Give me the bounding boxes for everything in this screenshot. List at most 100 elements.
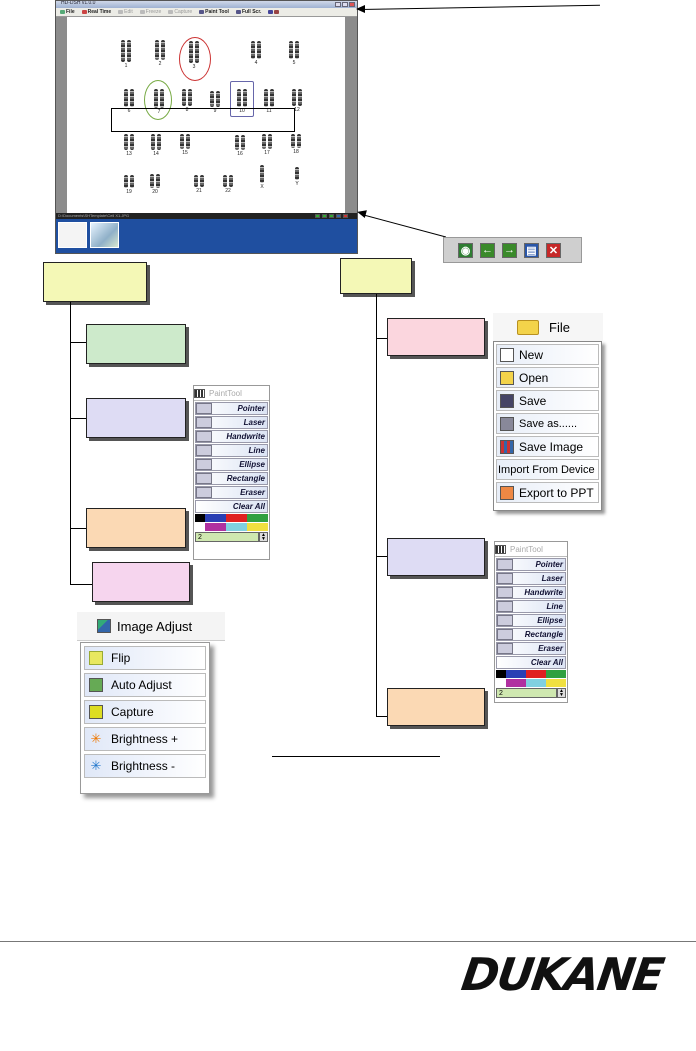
menu-item-new[interactable]: New (496, 344, 599, 365)
menu-paint-tool[interactable]: Paint Tool (199, 9, 229, 15)
menu-item-flip[interactable]: Flip (84, 646, 206, 670)
tool-ellipse[interactable]: Ellipse (496, 614, 566, 627)
next-icon[interactable]: → (502, 242, 517, 258)
color-swatch[interactable] (225, 523, 247, 531)
copy-icon[interactable]: ▤ (524, 242, 539, 258)
width-spinner[interactable]: ▲▼ (259, 532, 268, 542)
minimize-button[interactable] (335, 2, 341, 7)
tool-handwrite[interactable]: Handwrite (195, 430, 268, 443)
color-swatch[interactable] (506, 679, 526, 687)
save-image-icon (500, 439, 514, 454)
menu-item-auto-adjust[interactable]: Auto Adjust (84, 673, 206, 697)
tool-label: Eraser (240, 488, 265, 497)
footer-rule (0, 941, 696, 942)
tool-clear-all[interactable]: Clear All (496, 656, 566, 669)
window-title: HD-DSH v1.0.0 (61, 0, 96, 6)
rectangle-icon (196, 473, 212, 484)
menu-item-export-to-ppt[interactable]: Export to PPT (496, 482, 599, 503)
arrow-head (356, 5, 365, 13)
pointer-icon (497, 559, 513, 570)
chromosome-pair: 9 (210, 91, 220, 114)
tool-handwrite[interactable]: Handwrite (496, 586, 566, 599)
tool-eraser[interactable]: Eraser (195, 486, 268, 499)
menu-item-open[interactable]: Open (496, 367, 599, 388)
tool-clear-all[interactable]: Clear All (195, 500, 268, 513)
next-icon-small[interactable] (329, 214, 334, 218)
tool-line[interactable]: Line (496, 600, 566, 613)
color-swatch[interactable] (496, 679, 506, 687)
tool-ellipse[interactable]: Ellipse (195, 458, 268, 471)
menu-extra-icons[interactable] (268, 10, 280, 14)
previous-icon[interactable]: ← (480, 242, 495, 258)
close-icon-small[interactable] (343, 214, 348, 218)
paint-tool-title: PaintTool (510, 544, 543, 554)
maximize-button[interactable] (342, 2, 348, 7)
menu-full-screen[interactable]: Full Scr. (235, 9, 261, 15)
tool-pointer[interactable]: Pointer (195, 402, 268, 415)
label-box-paint-tool (86, 398, 186, 438)
menu-item-import-from-device[interactable]: Import From Device (496, 459, 599, 480)
tool-pointer[interactable]: Pointer (496, 558, 566, 571)
menu-item-save[interactable]: Save (496, 390, 599, 411)
close-button[interactable] (349, 2, 355, 7)
menu-edit[interactable]: Edit (118, 9, 133, 15)
previous-icon-small[interactable] (322, 214, 327, 218)
color-swatch[interactable] (525, 679, 546, 687)
color-swatch[interactable] (545, 670, 566, 678)
ellipse-icon (497, 615, 513, 626)
chromosome-label: 14 (153, 151, 159, 157)
chromosome-pair: 13 (124, 134, 134, 157)
menu-real-time[interactable]: Real Time (81, 9, 111, 15)
tool-laser[interactable]: Laser (195, 416, 268, 429)
chromosome-label: 20 (152, 189, 158, 195)
copy-icon-small[interactable] (336, 214, 341, 218)
load-icon[interactable]: ◉ (458, 242, 473, 258)
load-icon-small[interactable] (315, 214, 320, 218)
color-swatch[interactable] (525, 670, 546, 678)
tool-rectangle[interactable]: Rectangle (195, 472, 268, 485)
tool-laser[interactable]: Laser (496, 572, 566, 585)
thumbnail-karyotype[interactable] (58, 222, 87, 248)
tool-label: Laser (541, 574, 563, 583)
chromosome-label: 9 (213, 108, 217, 114)
menu-item-brightness-up[interactable]: ✳Brightness + (84, 727, 206, 751)
thumbnail-cells[interactable] (90, 222, 119, 248)
color-swatch[interactable] (205, 514, 226, 522)
width-spinner[interactable]: ▲▼ (557, 688, 566, 698)
menu-item-brightness-down[interactable]: ✳Brightness - (84, 754, 206, 778)
line-width-input[interactable]: 2 (496, 688, 557, 698)
menu-item-capture[interactable]: Capture (84, 700, 206, 724)
label-box-real-time (86, 324, 186, 364)
tool-line[interactable]: Line (195, 444, 268, 457)
menu-freeze[interactable]: Freeze (139, 9, 161, 15)
tool-eraser[interactable]: Eraser (496, 642, 566, 655)
line-width-input[interactable]: 2 (195, 532, 259, 542)
tool-rectangle[interactable]: Rectangle (496, 628, 566, 641)
color-swatch[interactable] (225, 514, 247, 522)
file-menu-title: File (549, 319, 570, 335)
color-swatch[interactable] (506, 670, 526, 678)
tree-branch (376, 556, 387, 557)
color-swatch[interactable] (195, 514, 205, 522)
tree-branch (70, 342, 86, 343)
file-menu-header[interactable]: File (493, 313, 603, 341)
file-path: D:\Documents\SHTemplate\Cell X1.JPG (58, 213, 130, 218)
color-swatch[interactable] (246, 523, 268, 531)
color-swatch[interactable] (205, 523, 226, 531)
color-swatch[interactable] (496, 670, 506, 678)
chromosome-pair: 12 (292, 89, 302, 113)
fullscreen-icon (235, 10, 241, 14)
menu-item-save-image[interactable]: Save Image (496, 436, 599, 457)
close-icon[interactable]: ✕ (546, 242, 561, 258)
menu-file[interactable]: File (60, 9, 75, 15)
chromosome-pair: 15 (180, 134, 190, 156)
menu-capture[interactable]: Capture (168, 9, 192, 15)
color-swatch[interactable] (545, 679, 566, 687)
color-swatch[interactable] (195, 523, 205, 531)
chromosome-pair: X (260, 165, 264, 190)
color-swatch[interactable] (246, 514, 268, 522)
highlight-ellipse-green (144, 80, 172, 120)
menu-item-save-as[interactable]: Save as...... (496, 413, 599, 434)
chromosome-pair: 14 (151, 134, 161, 157)
